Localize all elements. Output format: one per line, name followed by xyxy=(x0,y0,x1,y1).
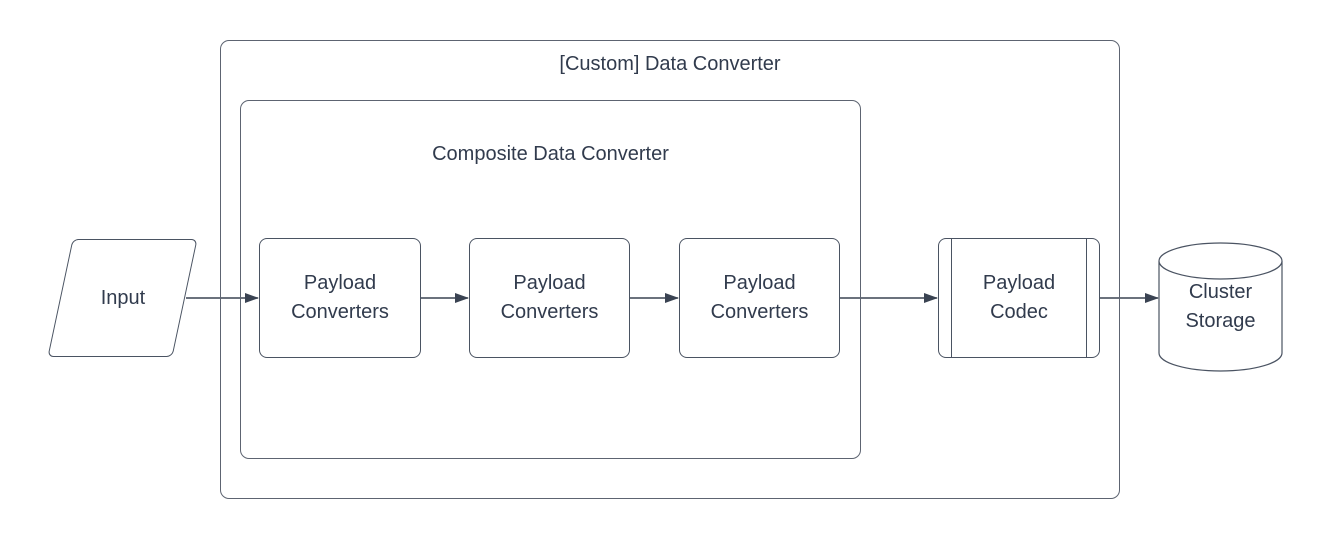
group-custom-data-converter-label: [Custom] Data Converter xyxy=(559,53,781,75)
node-payload-converters-2-label: Payload Converters xyxy=(500,272,599,323)
cylinder-shape xyxy=(1158,242,1283,372)
node-payload-codec-label: Payload Codec xyxy=(982,272,1056,323)
node-payload-converters-1: Payload Converters xyxy=(259,238,421,358)
node-payload-converters-2: Payload Converters xyxy=(469,238,630,358)
node-input xyxy=(47,239,198,357)
group-composite-data-converter-label: Composite Data Converter xyxy=(432,143,669,165)
node-payload-converters-3-label: Payload Converters xyxy=(710,272,809,323)
node-payload-converters-1-label: Payload Converters xyxy=(291,272,389,323)
group-composite-data-converter: Composite Data Converter xyxy=(240,100,861,459)
node-payload-codec: Payload Codec xyxy=(938,238,1100,358)
node-payload-converters-3: Payload Converters xyxy=(679,238,840,358)
group-custom-data-converter: [Custom] Data Converter xyxy=(220,40,1120,499)
